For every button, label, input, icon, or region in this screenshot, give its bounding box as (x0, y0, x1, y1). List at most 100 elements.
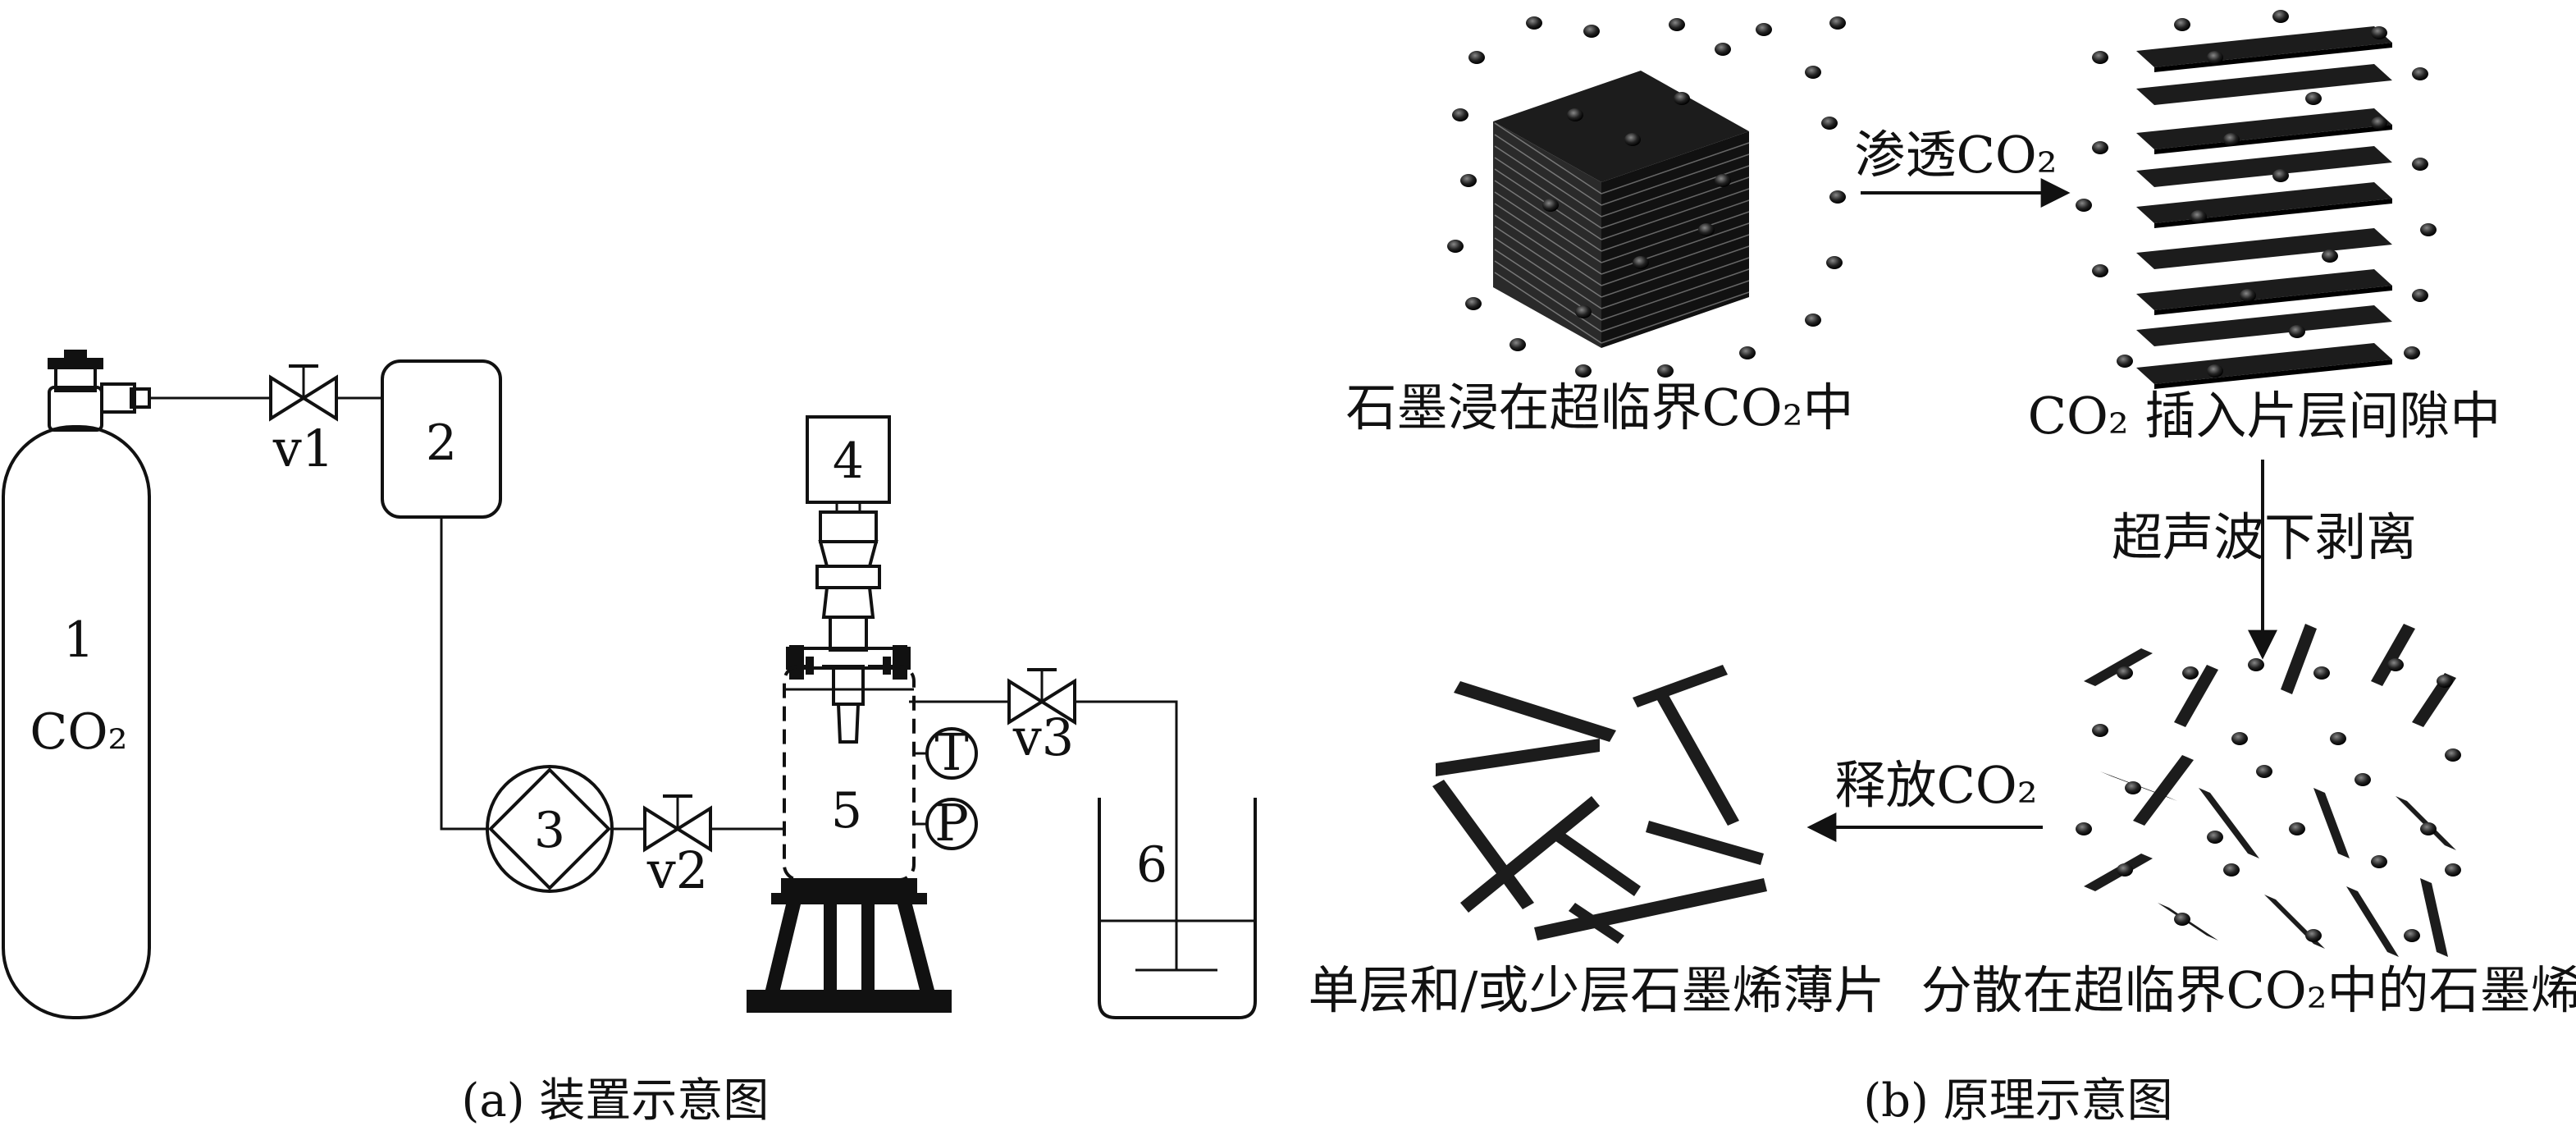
co2-molecule (1542, 199, 1559, 212)
co2-molecule (2117, 666, 2133, 680)
valve-v2-label: v2 (646, 840, 708, 900)
stack-layer-line (1601, 188, 1750, 240)
co2-molecule (2322, 249, 2338, 263)
stack-layer-line (1601, 245, 1750, 298)
vessel-number: 5 (831, 782, 862, 840)
co2-molecule (2371, 26, 2387, 39)
co2-molecule (1567, 108, 1583, 121)
stack-layer-line (1494, 134, 1602, 206)
pump-number: 3 (534, 802, 565, 859)
co2-molecule (2437, 675, 2453, 688)
graphene-sheet (2136, 26, 2392, 67)
graphene-flake (1646, 821, 1764, 865)
co2-molecule (1452, 108, 1468, 121)
co2-molecule (2207, 51, 2223, 64)
co2-molecule (1698, 223, 1715, 236)
co2-molecule (2387, 658, 2404, 671)
co2-molecule (2305, 92, 2322, 105)
valve-v2[interactable] (643, 794, 712, 853)
co2-molecule (1575, 305, 1592, 318)
collector-number: 6 (1136, 836, 1167, 894)
co2-molecule (2412, 289, 2428, 302)
graphene-flake (1569, 903, 1624, 944)
pump: 3 (486, 765, 614, 893)
valve-v3-label: v3 (1012, 707, 1074, 767)
co2-molecules-stage1 (1447, 16, 1846, 378)
stack-layer-line (1494, 214, 1602, 286)
buffer-tank: 2 (381, 359, 502, 519)
co2-molecule (2092, 51, 2108, 64)
co2-molecule (1669, 18, 1685, 31)
valve-v1[interactable] (269, 364, 338, 422)
dispersed-flake (2281, 624, 2317, 694)
graphene-flakes (1432, 665, 1767, 944)
co2-molecule (2092, 141, 2108, 154)
co2-molecule (2272, 169, 2289, 182)
co2-molecule (2256, 765, 2272, 778)
co2-molecule (2445, 863, 2461, 877)
co2-molecule (2289, 822, 2305, 835)
graphene-sheet-edge (2154, 125, 2392, 154)
graphene-flake (1654, 689, 1739, 826)
co2-molecule (1468, 51, 1485, 64)
graphene-sheet-edge (2154, 43, 2392, 72)
co2-molecule (2404, 929, 2420, 942)
stack-layer-line (1601, 268, 1750, 321)
co2-molecule (2305, 929, 2322, 942)
stack-layer-line (1494, 145, 1602, 217)
co2-molecule (1805, 66, 1821, 79)
cylinder-number: 1 (63, 611, 94, 669)
stack-layer-line (1601, 234, 1750, 286)
co2-molecule (2231, 732, 2248, 745)
reaction-vessel: 5 (747, 645, 952, 1013)
co2-molecule (2313, 666, 2330, 680)
dispersed-flake (2371, 624, 2415, 686)
stack-layer-line (1601, 142, 1750, 195)
buffer-number: 2 (426, 414, 457, 472)
co2-molecule (1739, 346, 1756, 359)
co2-molecule (2240, 289, 2256, 302)
co2-molecule (2174, 913, 2190, 926)
co2-molecule (1633, 256, 1649, 269)
graphene-flake (1552, 829, 1641, 896)
co2-molecule (2354, 773, 2371, 786)
stack-layer-line (1494, 157, 1602, 229)
valve-v3[interactable] (1007, 668, 1076, 725)
co2-molecule (2207, 831, 2223, 844)
co2-molecule (2371, 117, 2387, 130)
stack-layer-line (1601, 211, 1750, 263)
stack-layer-line (1601, 153, 1750, 206)
graphite-stack (1493, 71, 1750, 348)
co2-molecule (2445, 748, 2461, 762)
temperature-gauge-label: T (934, 722, 968, 782)
co2-molecule (2272, 10, 2289, 23)
graphene-sheet-edge (2154, 199, 2392, 228)
graphene-flake (1454, 681, 1616, 742)
collector-beaker: 6 (1098, 798, 1257, 1019)
co2-molecule (2420, 223, 2437, 236)
co2-molecule (1805, 314, 1821, 327)
graphene-sheet-edge (2154, 359, 2392, 389)
co2-molecule (2371, 855, 2387, 868)
co2-molecule (2174, 18, 2190, 31)
stage4-label: 单层和/或少层石墨烯薄片 (1309, 960, 1885, 1020)
stack-layer-line (1494, 272, 1602, 344)
apparatus-schematic: 1 CO₂ v1 2 3 v2 (2, 350, 1257, 1126)
co2-molecule (2092, 264, 2108, 277)
dispersed-flake (2133, 755, 2194, 826)
co2-molecule (1715, 174, 1731, 187)
co2-molecule (2248, 658, 2264, 671)
co2-molecule (2223, 133, 2240, 146)
co2-molecule (1510, 338, 1526, 351)
co2-molecule (2223, 863, 2240, 877)
pressure-gauge: P (925, 793, 978, 853)
graphene-flake (1534, 878, 1767, 941)
co2-molecule (2412, 158, 2428, 171)
stack-layer-line (1494, 191, 1602, 263)
pressure-gauge-label: P (934, 793, 969, 853)
co2-molecule (1674, 92, 1690, 105)
stack-layer-line (1494, 180, 1602, 252)
co2-molecule (1465, 297, 1482, 310)
co2-cylinder: 1 CO₂ (2, 350, 151, 1019)
